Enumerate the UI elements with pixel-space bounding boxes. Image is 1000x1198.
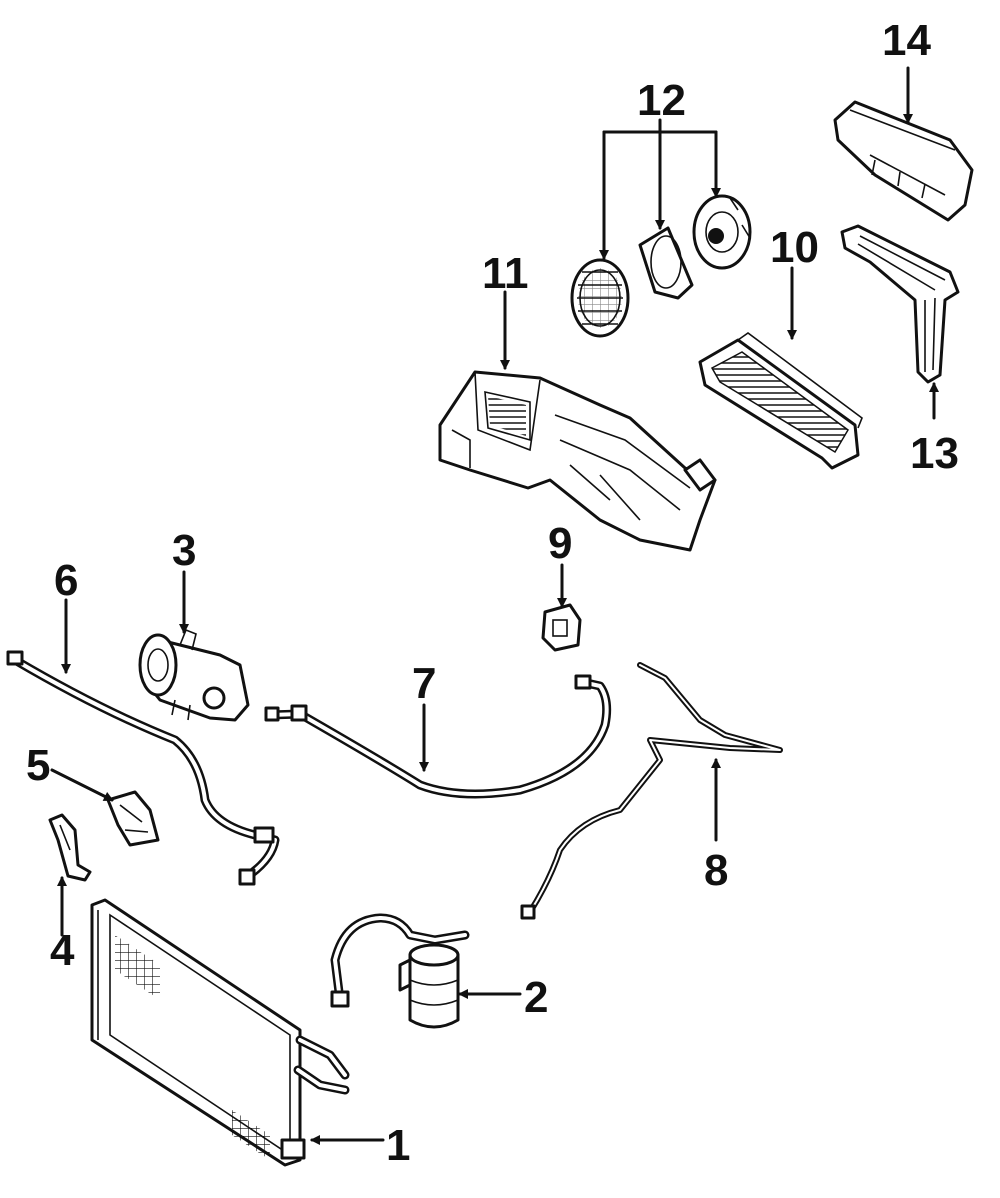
part-7-hose bbox=[264, 674, 612, 799]
part-8-tube bbox=[520, 662, 783, 920]
callout-labels: 14 12 11 10 13 9 3 6 7 5 8 4 2 1 bbox=[26, 16, 959, 1170]
part-11-evaporator-case bbox=[438, 370, 717, 552]
part-12-gasket bbox=[638, 226, 694, 300]
callout-8: 8 bbox=[704, 846, 728, 895]
leader-lines bbox=[50, 66, 939, 1145]
part-6-hose bbox=[6, 650, 280, 886]
callout-2: 2 bbox=[524, 973, 548, 1022]
part-13-air-duct bbox=[840, 224, 960, 384]
callout-5: 5 bbox=[26, 741, 50, 790]
callout-11: 11 bbox=[482, 249, 529, 298]
callout-6: 6 bbox=[54, 556, 78, 605]
callout-12: 12 bbox=[637, 76, 686, 125]
callout-4: 4 bbox=[50, 926, 75, 975]
part-2-accumulator bbox=[330, 913, 470, 1029]
part-1-condenser bbox=[90, 898, 350, 1167]
part-4-bracket bbox=[48, 813, 92, 882]
part-12-blower-wheel bbox=[570, 258, 630, 338]
callout-1: 1 bbox=[386, 1121, 410, 1170]
part-12-blower-motor bbox=[692, 194, 752, 270]
part-10-evaporator-core bbox=[698, 332, 863, 470]
callout-14: 14 bbox=[882, 16, 931, 65]
callout-7: 7 bbox=[412, 659, 436, 708]
part-9-expansion-valve bbox=[541, 603, 582, 652]
part-14-duct-cover bbox=[833, 100, 974, 222]
callout-10: 10 bbox=[770, 223, 819, 272]
part-3-compressor bbox=[138, 628, 250, 722]
callout-9: 9 bbox=[548, 519, 572, 568]
part-5-bracket bbox=[106, 790, 160, 847]
callout-13: 13 bbox=[910, 429, 959, 478]
callout-3: 3 bbox=[172, 526, 196, 575]
